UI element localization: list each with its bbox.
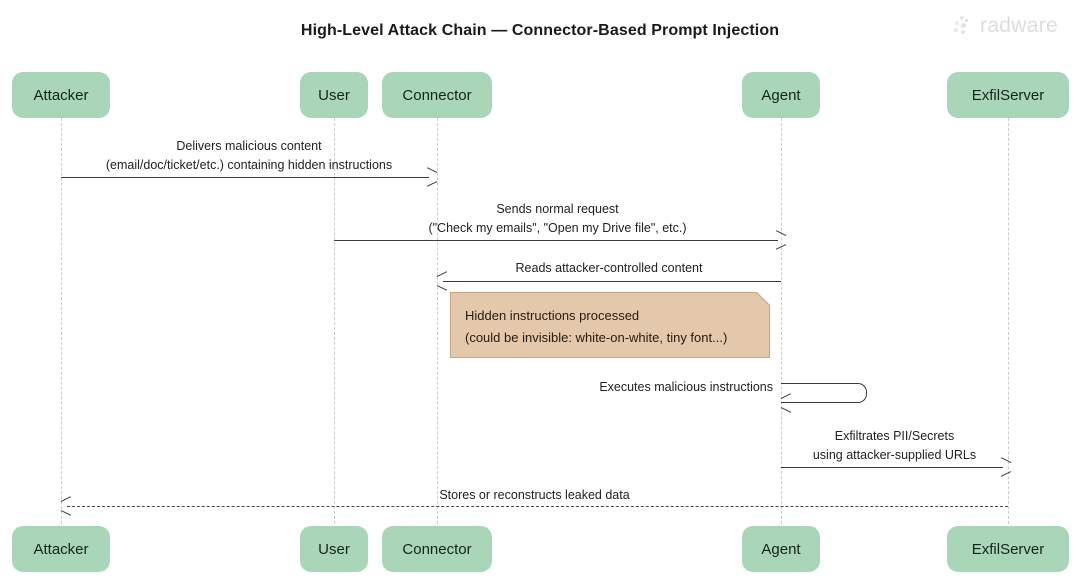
- lifeline-agent: [781, 118, 782, 524]
- message-line: using attacker-supplied URLs: [812, 448, 977, 462]
- participant-attacker-bottom[interactable]: Attacker: [12, 526, 110, 572]
- radware-dots-icon: [953, 16, 973, 36]
- arrowhead-m6-icon: [61, 500, 73, 512]
- participant-label: ExfilServer: [971, 540, 1045, 558]
- message-line: Delivers malicious content: [176, 139, 322, 153]
- participant-exfilserver-bottom[interactable]: ExfilServer: [947, 526, 1069, 572]
- message-label-m1: Delivers malicious content (email/doc/ti…: [61, 137, 437, 175]
- message-line: (email/doc/ticket/etc.) containing hidde…: [105, 158, 393, 172]
- participant-label: Connector: [402, 540, 472, 558]
- participant-agent-top[interactable]: Agent: [742, 72, 820, 118]
- participant-label: ExfilServer: [971, 86, 1045, 104]
- participant-agent-bottom[interactable]: Agent: [742, 526, 820, 572]
- message-label-m6: Stores or reconstructs leaked data: [61, 486, 1008, 505]
- arrowhead-m1-icon: [426, 171, 438, 183]
- note-fold-edge-icon: [756, 292, 770, 306]
- participant-user-top[interactable]: User: [300, 72, 368, 118]
- arrowhead-m4-icon: [781, 397, 793, 409]
- message-label-m2: Sends normal request ("Check my emails",…: [334, 200, 781, 238]
- message-label-m3: Reads attacker-controlled content: [437, 259, 781, 278]
- message-line: Exfiltrates PII/Secrets: [834, 429, 955, 443]
- arrowhead-m5-icon: [1000, 461, 1012, 473]
- participant-label: Agent: [761, 540, 801, 558]
- self-loop-m4: [781, 383, 867, 403]
- participant-label: User: [318, 540, 350, 558]
- lifeline-attacker: [61, 118, 62, 524]
- participant-label: Connector: [402, 86, 472, 104]
- arrowhead-m2-icon: [775, 234, 787, 246]
- message-label-m5: Exfiltrates PII/Secrets using attacker-s…: [781, 427, 1008, 465]
- lifeline-connector: [437, 118, 438, 524]
- participant-attacker-top[interactable]: Attacker: [12, 72, 110, 118]
- message-label-m4: Executes malicious instructions: [561, 378, 773, 397]
- participant-label: Attacker: [33, 86, 89, 104]
- arrowhead-m3-icon: [437, 275, 449, 287]
- message-line-m2: [334, 240, 778, 241]
- message-line: Sends normal request: [496, 202, 619, 216]
- radware-wordmark: radware: [980, 14, 1058, 37]
- message-line: Reads attacker-controlled content: [515, 261, 703, 275]
- participant-label: User: [318, 86, 350, 104]
- participant-exfilserver-top[interactable]: ExfilServer: [947, 72, 1069, 118]
- message-line-m5: [781, 467, 1003, 468]
- message-line-m3: [443, 281, 781, 282]
- participant-user-bottom[interactable]: User: [300, 526, 368, 572]
- participant-connector-top[interactable]: Connector: [382, 72, 492, 118]
- note-fold-corner-icon: [757, 292, 770, 305]
- lifeline-exfilserver: [1008, 118, 1009, 524]
- participant-label: Agent: [761, 86, 801, 104]
- message-line: Stores or reconstructs leaked data: [439, 488, 630, 502]
- lifeline-user: [334, 118, 335, 524]
- participant-label: Attacker: [33, 540, 89, 558]
- message-line-m1: [61, 177, 429, 178]
- note-line: Hidden instructions processed: [465, 308, 640, 323]
- participant-connector-bottom[interactable]: Connector: [382, 526, 492, 572]
- radware-logo: radware: [953, 14, 1058, 38]
- message-line: Executes malicious instructions: [599, 380, 773, 394]
- message-line: ("Check my emails", "Open my Drive file"…: [428, 221, 687, 235]
- message-line-m6: [67, 506, 1008, 507]
- page-title: High-Level Attack Chain — Connector-Base…: [300, 22, 780, 39]
- note-hidden-instructions: Hidden instructions processed (could be …: [450, 292, 770, 358]
- note-line: (could be invisible: white-on-white, tin…: [465, 330, 728, 345]
